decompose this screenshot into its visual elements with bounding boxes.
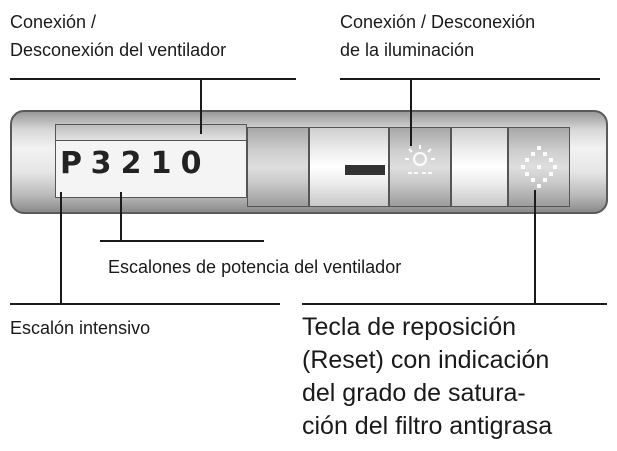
digit-level-3[interactable]: 3	[90, 146, 112, 181]
reset-label-line4: ción del filtro antigrasa	[302, 412, 553, 440]
light-bulb-icon	[405, 145, 435, 174]
power-levels-bracket	[100, 240, 264, 242]
fan-level-display	[55, 140, 247, 198]
digit-intensive[interactable]: P	[60, 146, 82, 181]
light-toggle-button[interactable]	[389, 127, 451, 207]
light-toggle-label-line2: de la iluminación	[340, 40, 475, 60]
fan-level-digits: P 3 2 1 0	[56, 146, 206, 186]
power-levels-label: Escalones de potencia del ventilador	[108, 257, 402, 277]
panel-button-blank-1[interactable]	[247, 127, 309, 207]
reset-leader	[534, 190, 536, 304]
light-toggle-underline	[340, 78, 600, 80]
intensive-leader	[60, 192, 62, 304]
light-toggle-label-line1: Conexión / Desconexión	[340, 12, 536, 32]
power-levels-leader	[120, 192, 122, 240]
light-toggle-leader	[410, 78, 412, 146]
fan-toggle-label-line1: Conexión /	[10, 12, 97, 32]
reset-underline	[302, 303, 607, 305]
minus-icon	[345, 165, 385, 175]
digit-level-2[interactable]: 2	[120, 146, 142, 181]
fan-toggle-label-line2: Desconexión del ventilador	[10, 40, 227, 60]
fan-toggle-bar[interactable]	[55, 124, 247, 140]
reset-label-line1: Tecla de reposición	[302, 313, 517, 341]
filter-saturation-icon	[521, 146, 557, 188]
digit-level-0[interactable]: 0	[180, 146, 202, 181]
intensive-level-label: Escalón intensivo	[10, 318, 151, 338]
fan-toggle-leader	[200, 78, 202, 134]
panel-button-blank-2[interactable]	[451, 127, 508, 207]
reset-label-line2: (Reset) con indicación	[302, 346, 550, 374]
digit-level-1[interactable]: 1	[150, 146, 172, 181]
reset-label-line3: del grado de satura-	[302, 379, 526, 407]
intensive-underline	[10, 303, 280, 305]
fan-toggle-underline	[10, 78, 296, 80]
